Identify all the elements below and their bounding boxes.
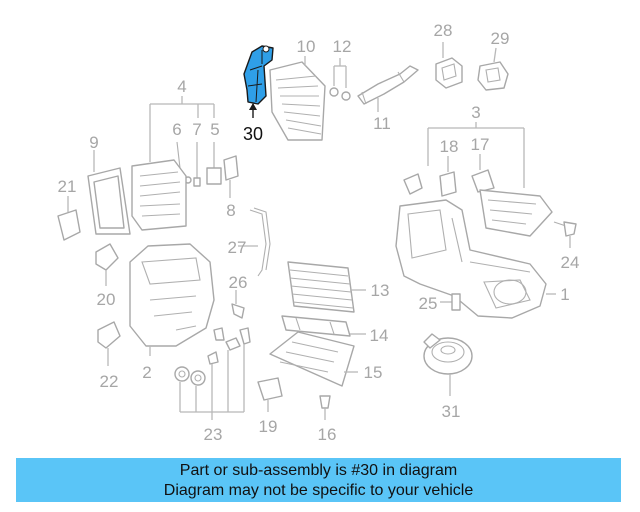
part-26 — [231, 290, 245, 319]
banner-line-1: Part or sub-assembly is #30 in diagram — [179, 462, 458, 479]
part-21 — [57, 196, 81, 241]
callout-24: 24 — [561, 253, 580, 272]
callout-21: 21 — [58, 177, 77, 196]
callout-7: 7 — [192, 120, 201, 139]
part-23-group — [174, 327, 251, 420]
part-2-housing — [129, 243, 215, 356]
part-13-filter — [287, 261, 366, 313]
callout-6: 6 — [172, 120, 181, 139]
heater-core — [131, 159, 187, 231]
callout-26: 26 — [229, 273, 248, 292]
part-11-pipe — [357, 65, 419, 112]
callout-4: 4 — [177, 77, 186, 96]
part-19 — [257, 377, 283, 412]
callout-19: 19 — [259, 417, 278, 436]
callout-31: 31 — [442, 402, 461, 421]
callout-25: 25 — [419, 294, 438, 313]
callout-18: 18 — [440, 137, 459, 156]
part-16 — [319, 395, 331, 420]
callout-5: 5 — [210, 120, 219, 139]
part-20 — [95, 243, 119, 286]
part-10-evaporator — [269, 56, 326, 141]
callout-1: 1 — [560, 285, 569, 304]
callout-28: 28 — [434, 21, 453, 40]
callout-3: 3 — [471, 103, 480, 122]
callout-20: 20 — [97, 290, 116, 309]
callout-2: 2 — [142, 363, 151, 382]
callout-9: 9 — [89, 133, 98, 152]
part-24 — [553, 221, 577, 248]
part-25 — [440, 293, 461, 311]
part-9-filter — [87, 150, 131, 235]
callout-12: 12 — [333, 37, 352, 56]
callout-10: 10 — [297, 37, 316, 56]
callout-23: 23 — [204, 425, 223, 444]
callout-15: 15 — [364, 363, 383, 382]
info-banner: Part or sub-assembly is #30 in diagram D… — [16, 458, 621, 502]
parts-diagram: 30 10 12 11 28 29 — [57, 21, 580, 444]
part-31-blower — [423, 333, 473, 396]
part-28-seal — [435, 42, 463, 89]
callout-29: 29 — [491, 29, 510, 48]
part-4-bracket-lines — [149, 96, 215, 162]
part-22 — [97, 321, 121, 366]
callout-13: 13 — [371, 281, 390, 300]
callout-17: 17 — [471, 135, 490, 154]
part-15-tray — [269, 331, 358, 387]
part-12-fittings — [329, 58, 351, 101]
part-27-hose — [238, 207, 271, 277]
callout-14: 14 — [370, 326, 389, 345]
part-30-highlighted[interactable] — [243, 45, 274, 118]
part-3-bracket-lines — [427, 122, 525, 188]
callout-16: 16 — [318, 425, 337, 444]
callout-11: 11 — [373, 114, 391, 133]
part-14 — [281, 315, 366, 337]
part-29-seal — [477, 47, 509, 91]
callout-30: 30 — [243, 124, 263, 144]
callout-22: 22 — [100, 372, 119, 391]
callout-27: 27 — [228, 238, 247, 257]
part-18-part-17-brackets — [403, 154, 495, 197]
callout-8: 8 — [226, 201, 235, 220]
part-1-main-housing — [395, 189, 556, 319]
banner-line-2: Diagram may not be specific to your vehi… — [163, 482, 474, 499]
